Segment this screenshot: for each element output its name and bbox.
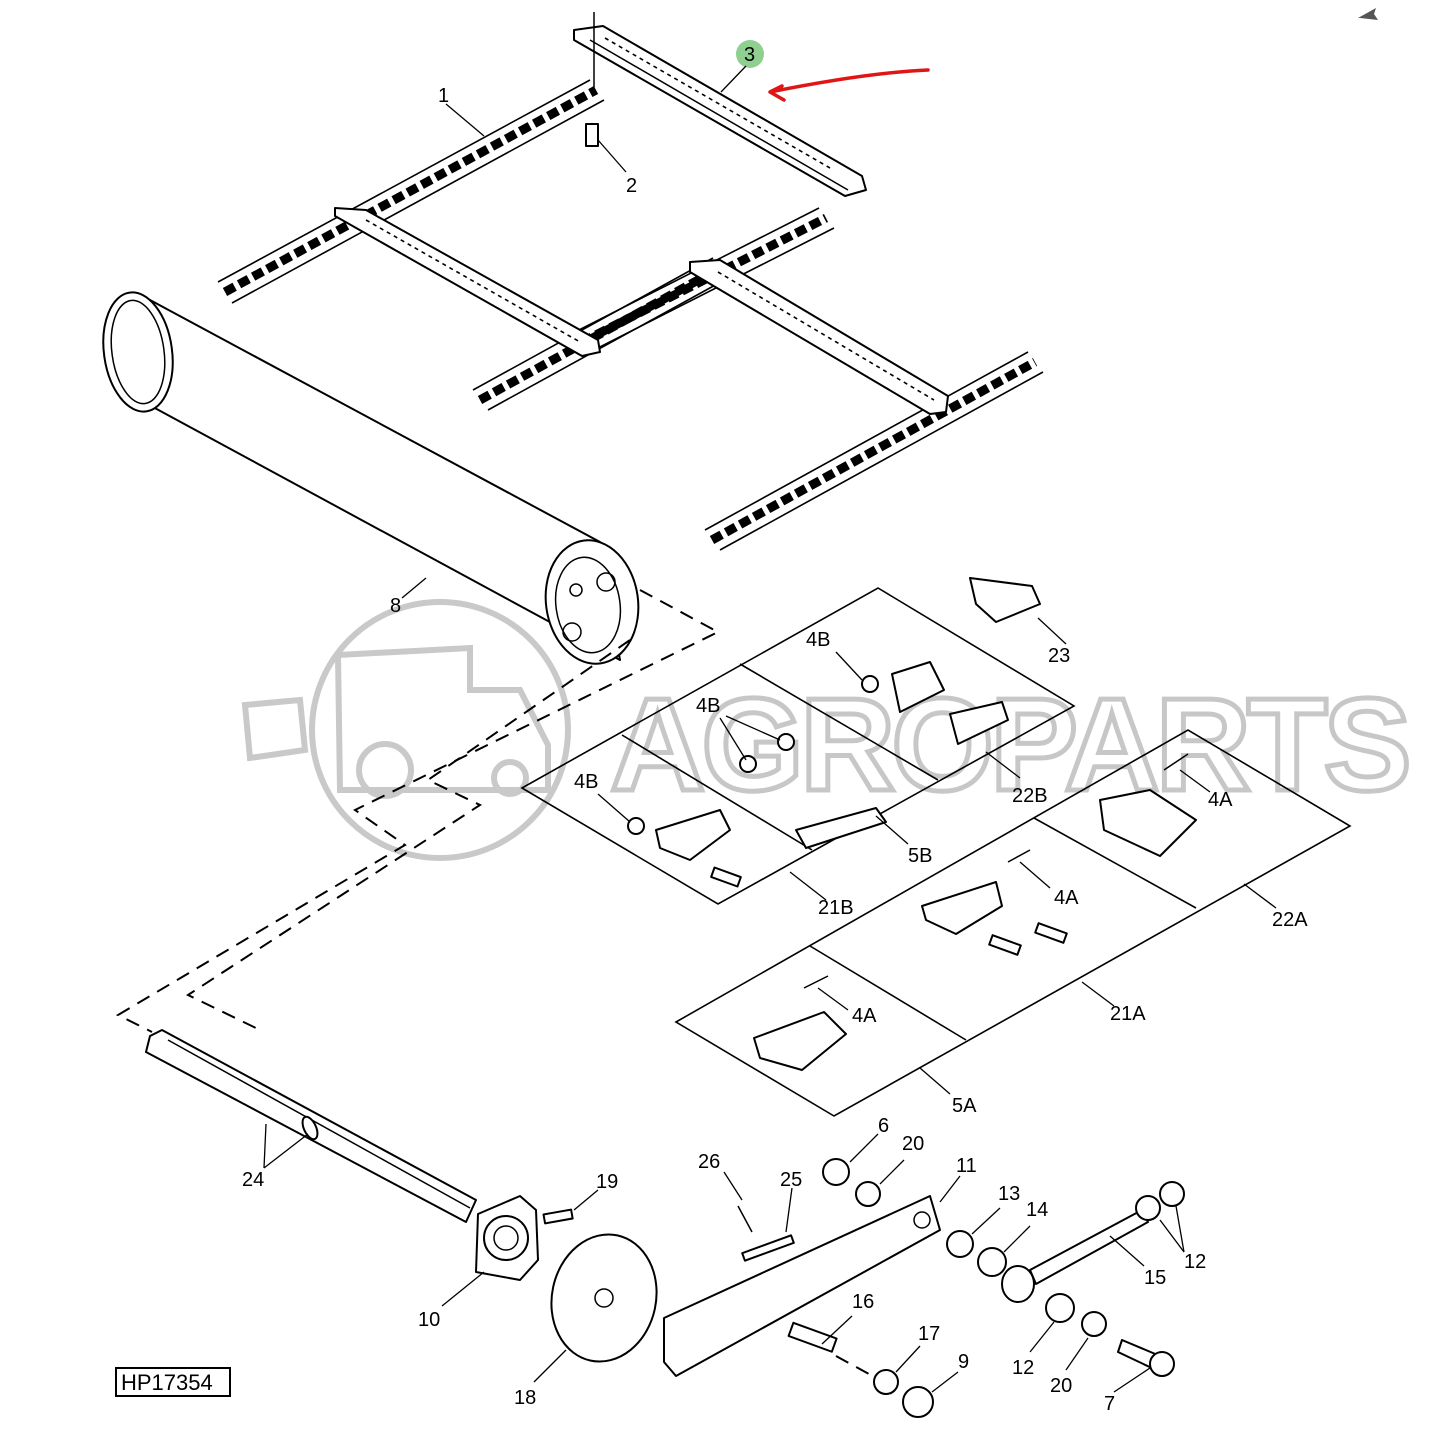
callout-11: 11 [956,1155,977,1177]
watermark-wheel-small-icon [491,759,529,797]
slat-part-3 [573,12,867,197]
watermark-wheel-icon [356,741,414,799]
nut-part-9 [902,1371,959,1418]
callout-16: 16 [852,1291,874,1313]
disc-part-18 [533,1233,658,1383]
bearing-part-10 [441,1195,539,1307]
callout-7: 7 [1104,1393,1115,1415]
callout-labels: 1 2 8 23 4B 4B 4B 22B 4A 5B 4A 21B 22A 2… [242,85,1308,1415]
callout-4b-1: 4B [806,629,830,651]
cotter-pin-part-26 [723,1171,753,1233]
callout-6: 6 [878,1115,889,1137]
callout-17: 17 [918,1323,940,1345]
callout-21b: 21B [818,897,854,919]
callout-4b-3: 4B [574,771,598,793]
callout-4a-3: 4A [852,1005,877,1027]
callout-24: 24 [242,1169,264,1191]
nut-part-13 [946,1207,1001,1258]
washer-part-20b [1065,1311,1107,1371]
share-arrow-icon[interactable] [1358,8,1378,20]
callout-5b: 5B [908,845,932,867]
callout-13: 13 [998,1183,1020,1205]
nut-part-6 [822,1133,879,1186]
agroparts-watermark: AGROPARTS [241,599,1414,861]
callout-20a: 20 [902,1133,924,1155]
centerline-outer [115,589,721,1033]
callout-9: 9 [958,1351,969,1373]
callout-10: 10 [418,1309,440,1331]
bolt-part-16 [787,1315,853,1353]
watermark-tractor-icon [334,644,551,793]
eye-bolt-part-15 [1001,1209,1149,1303]
callout-22a: 22A [1272,909,1308,931]
callout-4a-1: 4A [1208,789,1233,811]
callout-26: 26 [698,1151,720,1173]
callout-5a: 5A [952,1095,977,1117]
centerline-inner [185,639,631,1031]
callout-18: 18 [514,1387,536,1409]
callout-23: 23 [1048,645,1070,667]
callout-2: 2 [626,175,637,197]
bar-part-11 [663,1175,961,1377]
washer-part-20a [855,1159,905,1207]
conveyor-chains [217,79,1044,551]
watermark-circle [309,599,571,861]
link-panel-b [520,577,1076,905]
callout-12a: 12 [1184,1251,1206,1273]
highlight-badge [736,40,764,68]
link-panel-a [674,729,1352,1117]
annotation-red-arrow [768,68,930,102]
watermark-gear-icon [241,696,309,762]
watermark-text: AGROPARTS [610,671,1408,818]
callout-25: 25 [780,1169,802,1191]
callout-8: 8 [390,595,401,617]
bolt-part-19 [542,1189,599,1225]
callout-14: 14 [1026,1199,1048,1221]
callout-21a: 21A [1110,1003,1146,1025]
washer-part-17 [873,1345,921,1395]
shaft-part-24 [145,1029,477,1223]
bolt-part-7 [1113,1339,1175,1393]
drum-part-8 [102,291,640,665]
callout-15: 15 [1144,1267,1166,1289]
callout-12b: 12 [1012,1357,1034,1379]
bolt-part-2 [585,123,627,173]
callout-1: 1 [438,85,449,107]
callout-4b-2: 4B [696,695,720,717]
callout-19: 19 [596,1171,618,1193]
pin-part-25 [741,1187,795,1262]
callout-4a-2: 4A [1054,887,1079,909]
reference-code: HP17354 [121,1370,213,1395]
reference-code-box [115,1367,231,1397]
highlight-callout: 3 [744,44,755,66]
callout-20b: 20 [1050,1375,1072,1397]
washer-part-14 [977,1225,1031,1277]
nuts-part-12a [1135,1181,1185,1253]
nut-part-12b [1029,1293,1075,1353]
callout-22b: 22B [1012,785,1048,807]
